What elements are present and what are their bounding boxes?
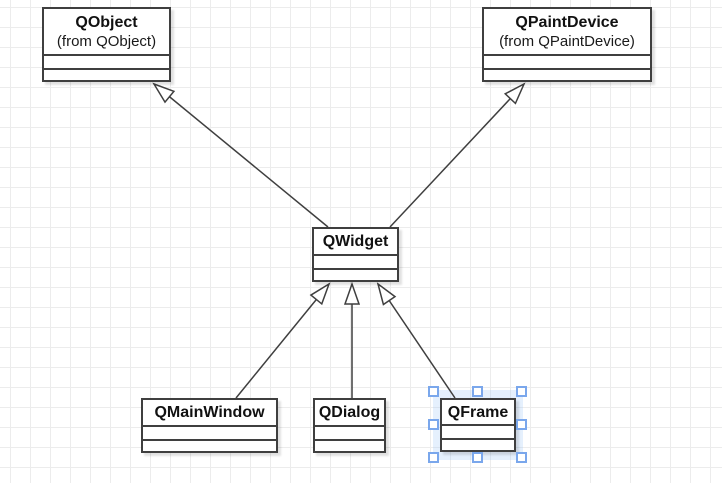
methods-compartment: [442, 438, 514, 450]
edge-qwidget-to-qobject[interactable]: [154, 84, 329, 228]
attributes-compartment: [314, 254, 397, 268]
class-title: QWidget: [314, 229, 397, 254]
methods-compartment: [315, 439, 384, 451]
methods-compartment: [484, 68, 650, 80]
resize-handle-top-left[interactable]: [428, 386, 439, 397]
class-box-qwidget[interactable]: QWidget: [312, 227, 399, 282]
edge-qwidget-to-qpaintdevice[interactable]: [389, 84, 524, 228]
resize-handle-bottom-center[interactable]: [472, 452, 483, 463]
resize-handle-bottom-right[interactable]: [516, 452, 527, 463]
methods-compartment: [314, 268, 397, 280]
class-stereotype: (from QPaintDevice): [499, 32, 635, 50]
class-name: QObject: [75, 13, 138, 31]
resize-handle-top-right[interactable]: [516, 386, 527, 397]
class-box-qpaintdevice[interactable]: QPaintDevice (from QPaintDevice): [482, 7, 652, 82]
class-title: QObject (from QObject): [44, 9, 169, 54]
resize-handle-middle-right[interactable]: [516, 419, 527, 430]
attributes-compartment: [143, 425, 276, 439]
attributes-compartment: [315, 425, 384, 439]
attributes-compartment: [484, 54, 650, 68]
class-title: QDialog: [315, 400, 384, 425]
class-stereotype: (from QObject): [56, 32, 157, 50]
methods-compartment: [44, 68, 169, 80]
class-name: QDialog: [318, 404, 381, 421]
class-box-qframe[interactable]: QFrame: [440, 398, 516, 452]
class-name: QWidget: [322, 233, 389, 250]
class-title: QFrame: [442, 400, 514, 424]
class-name: QFrame: [447, 403, 509, 421]
class-name: QMainWindow: [154, 404, 265, 421]
class-name: QPaintDevice: [515, 13, 619, 31]
class-box-qobject[interactable]: QObject (from QObject): [42, 7, 171, 82]
attributes-compartment: [442, 424, 514, 438]
class-box-qmainwindow[interactable]: QMainWindow: [141, 398, 278, 453]
class-title: QMainWindow: [143, 400, 276, 425]
edge-qframe-to-qwidget[interactable]: [378, 284, 456, 399]
class-title: QPaintDevice (from QPaintDevice): [484, 9, 650, 54]
resize-handle-bottom-left[interactable]: [428, 452, 439, 463]
resize-handle-top-center[interactable]: [472, 386, 483, 397]
attributes-compartment: [44, 54, 169, 68]
class-box-qdialog[interactable]: QDialog: [313, 398, 386, 453]
resize-handle-middle-left[interactable]: [428, 419, 439, 430]
methods-compartment: [143, 439, 276, 451]
edge-qmainwindow-to-qwidget[interactable]: [235, 284, 329, 399]
